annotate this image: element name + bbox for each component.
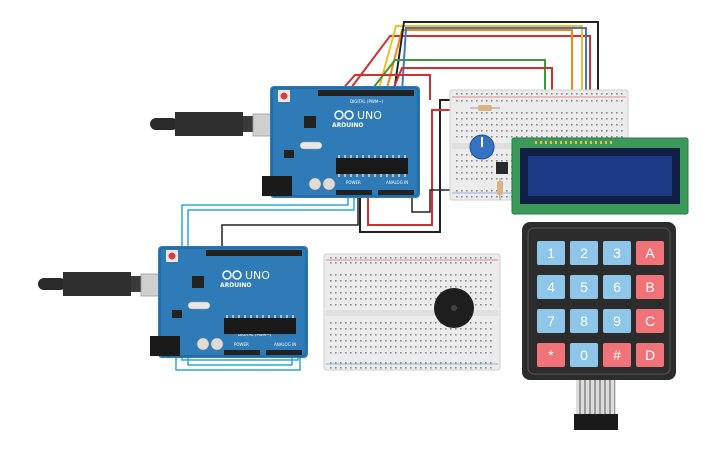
resistor <box>470 105 500 111</box>
piezo-buzzer <box>434 288 474 328</box>
keypad-key-label: 1 <box>547 245 555 261</box>
wire-red-top <box>347 35 591 120</box>
keypad-key-label: B <box>645 279 654 295</box>
wire-black-mid-2 <box>411 189 455 213</box>
wire-red-top-3 <box>339 74 431 100</box>
keypad-key[interactable]: D <box>636 343 664 367</box>
keypad-key[interactable]: 7 <box>537 309 565 333</box>
lcd-screen <box>528 156 672 196</box>
keypad-key[interactable]: 2 <box>570 241 598 265</box>
keypad-key[interactable]: 5 <box>570 275 598 299</box>
arduino-logo-icon <box>222 270 242 280</box>
keypad-key-label: # <box>613 347 621 363</box>
board-model-label: UNO <box>245 269 270 282</box>
keypad-key[interactable]: * <box>537 343 565 367</box>
keypad-4x4: 1 2 3 A 4 5 6 B 7 8 9 C * 0 # D <box>522 222 676 430</box>
keypad-key-label: A <box>645 245 655 261</box>
keypad-key-label: D <box>645 347 655 363</box>
keypad-key-label: 2 <box>580 245 588 261</box>
wire-black-top <box>393 21 599 120</box>
analog-label: ANALOG IN <box>386 180 408 185</box>
keypad-key[interactable]: 4 <box>537 275 565 299</box>
keypad-key[interactable]: B <box>636 275 664 299</box>
keypad-key[interactable]: # <box>603 343 631 367</box>
keypad-key[interactable]: 1 <box>537 241 565 265</box>
keypad-key-label: 9 <box>613 313 621 329</box>
keypad-key[interactable]: 0 <box>570 343 598 367</box>
resistor <box>497 178 503 200</box>
usb-cable-top <box>150 112 282 137</box>
analog-label: ANALOG IN <box>274 342 296 347</box>
power-label: POWER <box>346 180 361 185</box>
lcd-16x2 <box>511 137 689 215</box>
keypad-keys: 1 2 3 A 4 5 6 B 7 8 9 C * 0 # D <box>537 241 664 367</box>
keypad-key-label: 5 <box>580 279 588 295</box>
keypad-key[interactable]: 3 <box>603 241 631 265</box>
digital-label: DIGITAL (PWM~) <box>238 332 272 337</box>
keypad-key[interactable]: C <box>636 309 664 333</box>
arduino-logo-icon <box>334 110 354 120</box>
keypad-key-label: * <box>548 347 554 363</box>
keypad-key[interactable]: 9 <box>603 309 631 333</box>
board-brand-label: ARDUINO <box>332 122 363 129</box>
usb-cable-bottom <box>38 272 170 297</box>
keypad-key-label: 8 <box>580 313 588 329</box>
arduino-uno-top: DIGITAL (PWM~) UNO ARDUINO POWER ANALOG … <box>262 86 420 198</box>
board-brand-label: ARDUINO <box>220 282 251 289</box>
digital-label: DIGITAL (PWM~) <box>350 99 384 104</box>
potentiometer <box>469 134 495 160</box>
pushbutton <box>496 162 508 174</box>
keypad-key[interactable]: 6 <box>603 275 631 299</box>
keypad-key-label: 7 <box>547 313 555 329</box>
breadboard-bottom <box>323 253 501 371</box>
keypad-key-label: C <box>645 313 655 329</box>
board-model-label: UNO <box>357 109 382 122</box>
wire-red-mid <box>367 109 455 226</box>
keypad-key-label: 3 <box>613 245 621 261</box>
wire-yellow-top <box>377 25 583 120</box>
keypad-key-label: 0 <box>580 347 588 363</box>
keypad-key[interactable]: A <box>636 241 664 265</box>
wire-black-mid <box>359 99 455 233</box>
keypad-key[interactable]: 8 <box>570 309 598 333</box>
power-label: POWER <box>234 342 249 347</box>
arduino-uno-bottom: DIGITAL (PWM~) UNO ARDUINO POWER ANALOG … <box>150 246 308 358</box>
keypad-key-label: 4 <box>547 279 555 295</box>
keypad-key-label: 6 <box>613 279 621 295</box>
